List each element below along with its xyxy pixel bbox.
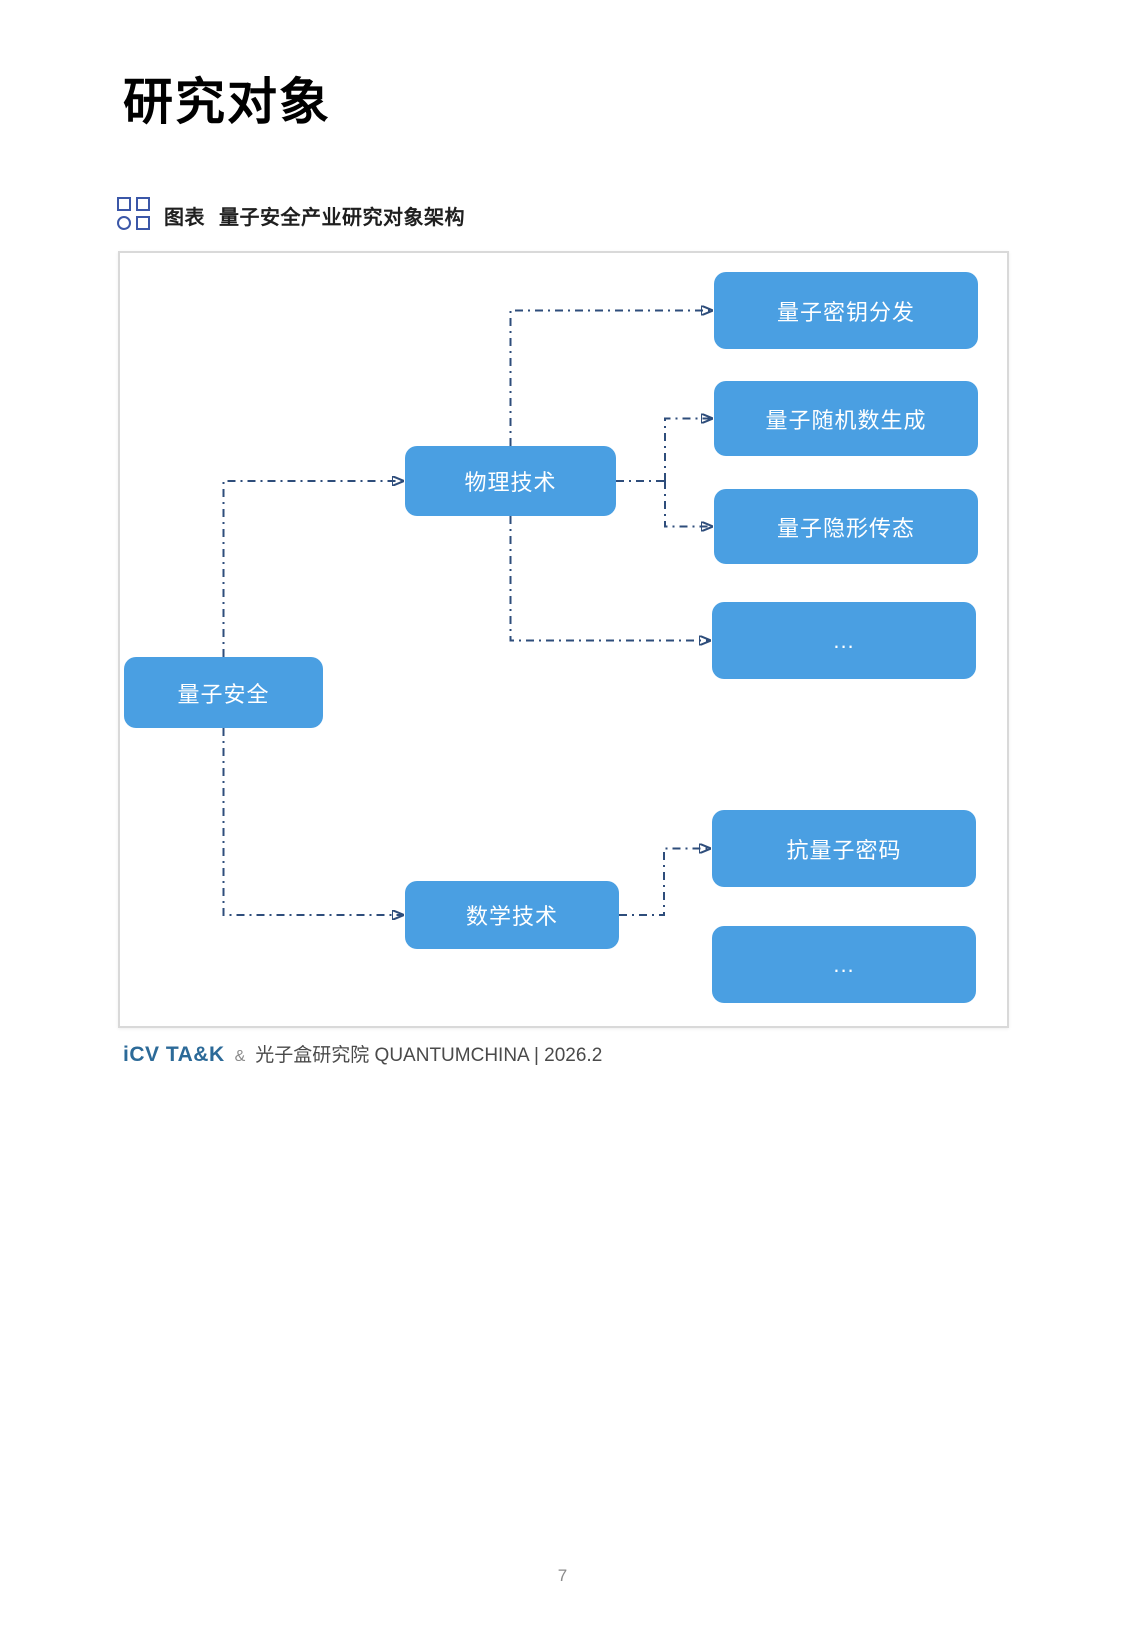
node-physical-tech: 物理技术: [405, 446, 616, 516]
node-label: 量子随机数生成: [765, 407, 927, 433]
node-pqc: 抗量子密码: [712, 810, 976, 887]
connector-lines: [222, 253, 1011, 1030]
caption-prefix: 图表: [164, 206, 205, 229]
source-line: iCV TA&K & 光子盒研究院 QUANTUMCHINA | 2026.2: [123, 1040, 602, 1067]
node-label: 量子隐形传态: [776, 515, 915, 541]
node-quantum-security: 量子安全: [124, 657, 323, 728]
node-qrng: 量子随机数生成: [714, 381, 978, 456]
grid-icon-square-br: [136, 216, 150, 230]
node-label: 数学技术: [465, 904, 558, 929]
edge-physical-to-more: [509, 516, 711, 641]
edge-root-to-math: [222, 728, 404, 915]
page-number: 7: [557, 1566, 568, 1585]
node-teleportation: 量子隐形传态: [714, 489, 978, 564]
brand-logo-text: iCV TA&K: [123, 1043, 225, 1066]
diagram-canvas: 量子安全 物理技术 数学技术 量子密钥分发 量子随机数生成 量子隐形传态 ...…: [118, 251, 1009, 1028]
edge-math-to-pqc: [619, 849, 710, 916]
node-label: ...: [833, 627, 855, 653]
figure-caption-text: 图表量子安全产业研究对象架构: [164, 201, 465, 230]
chart-grid-icon: [117, 197, 151, 233]
node-math-tech: 数学技术: [405, 881, 619, 949]
node-label: 物理技术: [464, 470, 557, 495]
grid-icon-square-tr: [136, 197, 150, 211]
node-label: 量子安全: [177, 681, 270, 707]
edge-physical-to-teleportation: [664, 481, 712, 527]
node-math-more: ...: [712, 926, 976, 1003]
node-physical-more: ...: [712, 602, 976, 679]
footer-source-text: 光子盒研究院 QUANTUMCHINA | 2026.2: [255, 1045, 603, 1066]
node-qkd: 量子密钥分发: [714, 272, 978, 349]
node-label: 抗量子密码: [786, 837, 902, 863]
grid-icon-circle-bl: [117, 216, 131, 230]
caption-title: 量子安全产业研究对象架构: [219, 206, 465, 229]
footer-separator: &: [234, 1048, 246, 1065]
node-label: ...: [833, 951, 855, 977]
grid-icon-square-tl: [117, 197, 131, 211]
edge-physical-to-qrng: [664, 419, 712, 481]
figure-caption: 图表量子安全产业研究对象架构: [117, 197, 465, 233]
edge-root-to-physical: [222, 481, 404, 657]
node-label: 量子密钥分发: [776, 299, 915, 325]
edge-physical-to-qkd: [509, 311, 713, 446]
page-title: 研究对象: [123, 74, 331, 130]
